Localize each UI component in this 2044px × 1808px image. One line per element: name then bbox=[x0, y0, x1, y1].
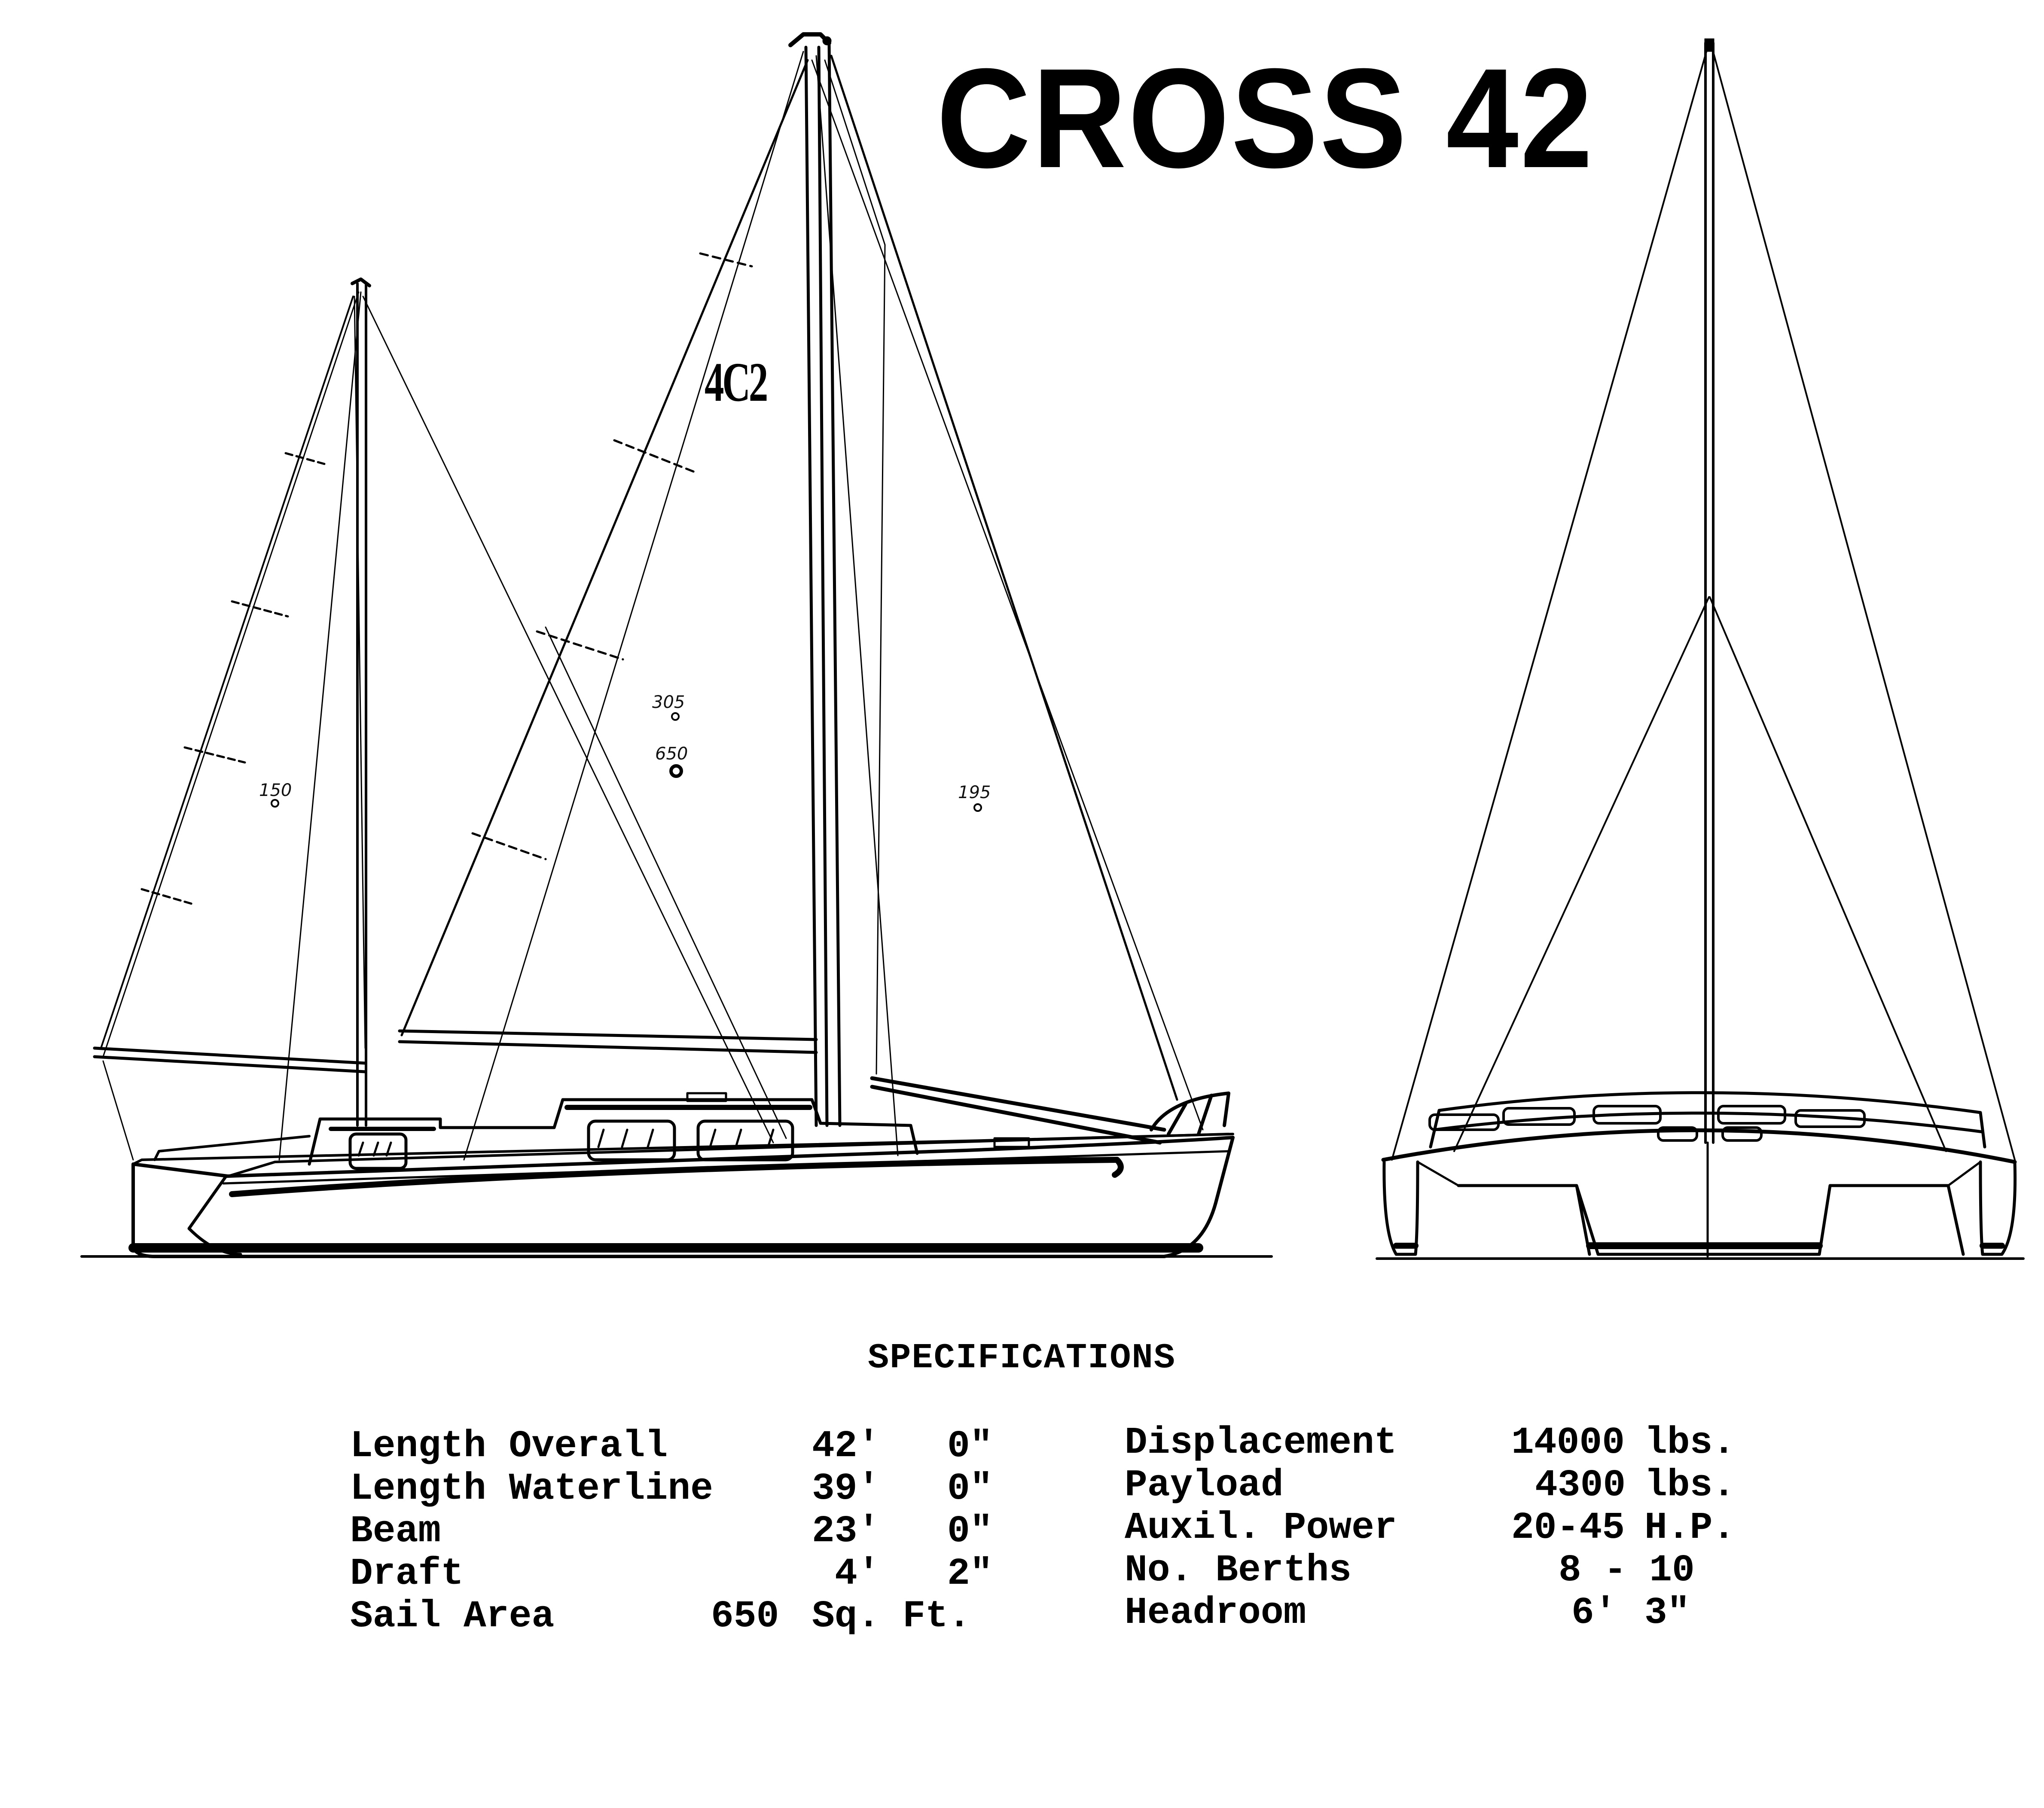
spec-row-berths: No. Berths 8 - 10 bbox=[1125, 1549, 1812, 1592]
spec-label: Auxil. Power bbox=[1125, 1507, 1397, 1549]
spec-label: Length Overall bbox=[350, 1425, 668, 1468]
spec-label: Displacement bbox=[1125, 1422, 1397, 1464]
spec-label: Length Waterline bbox=[350, 1468, 713, 1510]
total-area-label: 650 bbox=[655, 744, 688, 764]
spec-label: Headroom bbox=[1125, 1592, 1306, 1634]
spec-label: Beam bbox=[350, 1510, 441, 1553]
spec-row-length-waterline: Length Waterline 39' 0" bbox=[350, 1468, 1037, 1510]
jib-boom bbox=[870, 1076, 1166, 1145]
spec-row-displacement: Displacement 14000 lbs. bbox=[1125, 1422, 1812, 1464]
jib-area-label: 195 bbox=[958, 783, 991, 802]
cabin-window bbox=[348, 1132, 408, 1170]
spec-row-auxil-power: Auxil. Power 20-45 H.P. bbox=[1125, 1507, 1812, 1549]
mizzen-area-label: 150 bbox=[259, 781, 292, 800]
spec-inches: 2" bbox=[947, 1553, 993, 1595]
sail-insignia: 4C2 bbox=[705, 351, 768, 413]
sailplan-drawing bbox=[80, 32, 2025, 1260]
spec-value: 4300 bbox=[1535, 1464, 1626, 1507]
spec-row-payload: Payload 4300 lbs. bbox=[1125, 1464, 1812, 1507]
spec-label: Sail Area bbox=[350, 1595, 555, 1638]
spec-unit: 3" bbox=[1644, 1592, 1690, 1634]
spec-feet: 23' bbox=[812, 1510, 880, 1553]
main-mast bbox=[804, 41, 842, 1127]
spec-unit: lbs. bbox=[1644, 1422, 1736, 1464]
mizzen-mast bbox=[356, 282, 367, 1127]
spec-label: No. Berths bbox=[1125, 1549, 1352, 1592]
spec-unit: lbs. bbox=[1644, 1464, 1736, 1507]
spec-label: Draft bbox=[350, 1553, 464, 1595]
spec-inches: 0" bbox=[947, 1425, 993, 1468]
spec-value: 20-45 bbox=[1511, 1507, 1625, 1549]
spec-label: Payload bbox=[1125, 1464, 1284, 1507]
spec-unit: Sq. Ft. bbox=[812, 1595, 971, 1638]
spec-row-draft: Draft 4' 2" bbox=[350, 1553, 1037, 1595]
specs-left-column: Length Overall 42' 0" Length Waterline 3… bbox=[350, 1425, 1037, 1638]
spec-feet: 42' bbox=[812, 1425, 880, 1468]
spec-value: 650 bbox=[711, 1595, 779, 1638]
aft-cabin bbox=[308, 1098, 919, 1166]
spec-unit: H.P. bbox=[1644, 1507, 1736, 1549]
cabin-window bbox=[587, 1119, 676, 1162]
page-title: CROSS 42 bbox=[937, 39, 1595, 197]
cabin-window bbox=[696, 1119, 794, 1162]
spec-feet: 39' bbox=[812, 1468, 880, 1510]
main-area-label: 305 bbox=[652, 692, 685, 712]
spec-row-beam: Beam 23' 0" bbox=[350, 1510, 1037, 1553]
spec-value: 6' bbox=[1571, 1592, 1617, 1634]
main-boom bbox=[398, 1029, 818, 1054]
jib-sail bbox=[830, 55, 1178, 1101]
spec-row-sail-area: Sail Area 650 Sq. Ft. bbox=[350, 1595, 1037, 1638]
hull-side bbox=[131, 1136, 1235, 1258]
specifications-heading: SPECIFICATIONS bbox=[868, 1338, 1176, 1378]
spec-value: 8 - 10 bbox=[1559, 1549, 1695, 1592]
spec-value: 14000 bbox=[1511, 1422, 1625, 1464]
mizzen-sail bbox=[100, 296, 354, 1049]
side-profile-view bbox=[80, 32, 1273, 1258]
spec-row-length-overall: Length Overall 42' 0" bbox=[350, 1425, 1037, 1468]
spec-inches: 0" bbox=[947, 1468, 993, 1510]
spec-feet: 4' bbox=[835, 1553, 880, 1595]
mizzen-boom bbox=[93, 1046, 367, 1073]
spec-inches: 0" bbox=[947, 1510, 993, 1553]
spec-row-headroom: Headroom 6' 3" bbox=[1125, 1592, 1812, 1634]
bow-view-mast bbox=[1704, 42, 1715, 1144]
specs-right-column: Displacement 14000 lbs. Payload 4300 lbs… bbox=[1125, 1422, 1812, 1634]
bow-profile-view bbox=[1376, 38, 2025, 1260]
